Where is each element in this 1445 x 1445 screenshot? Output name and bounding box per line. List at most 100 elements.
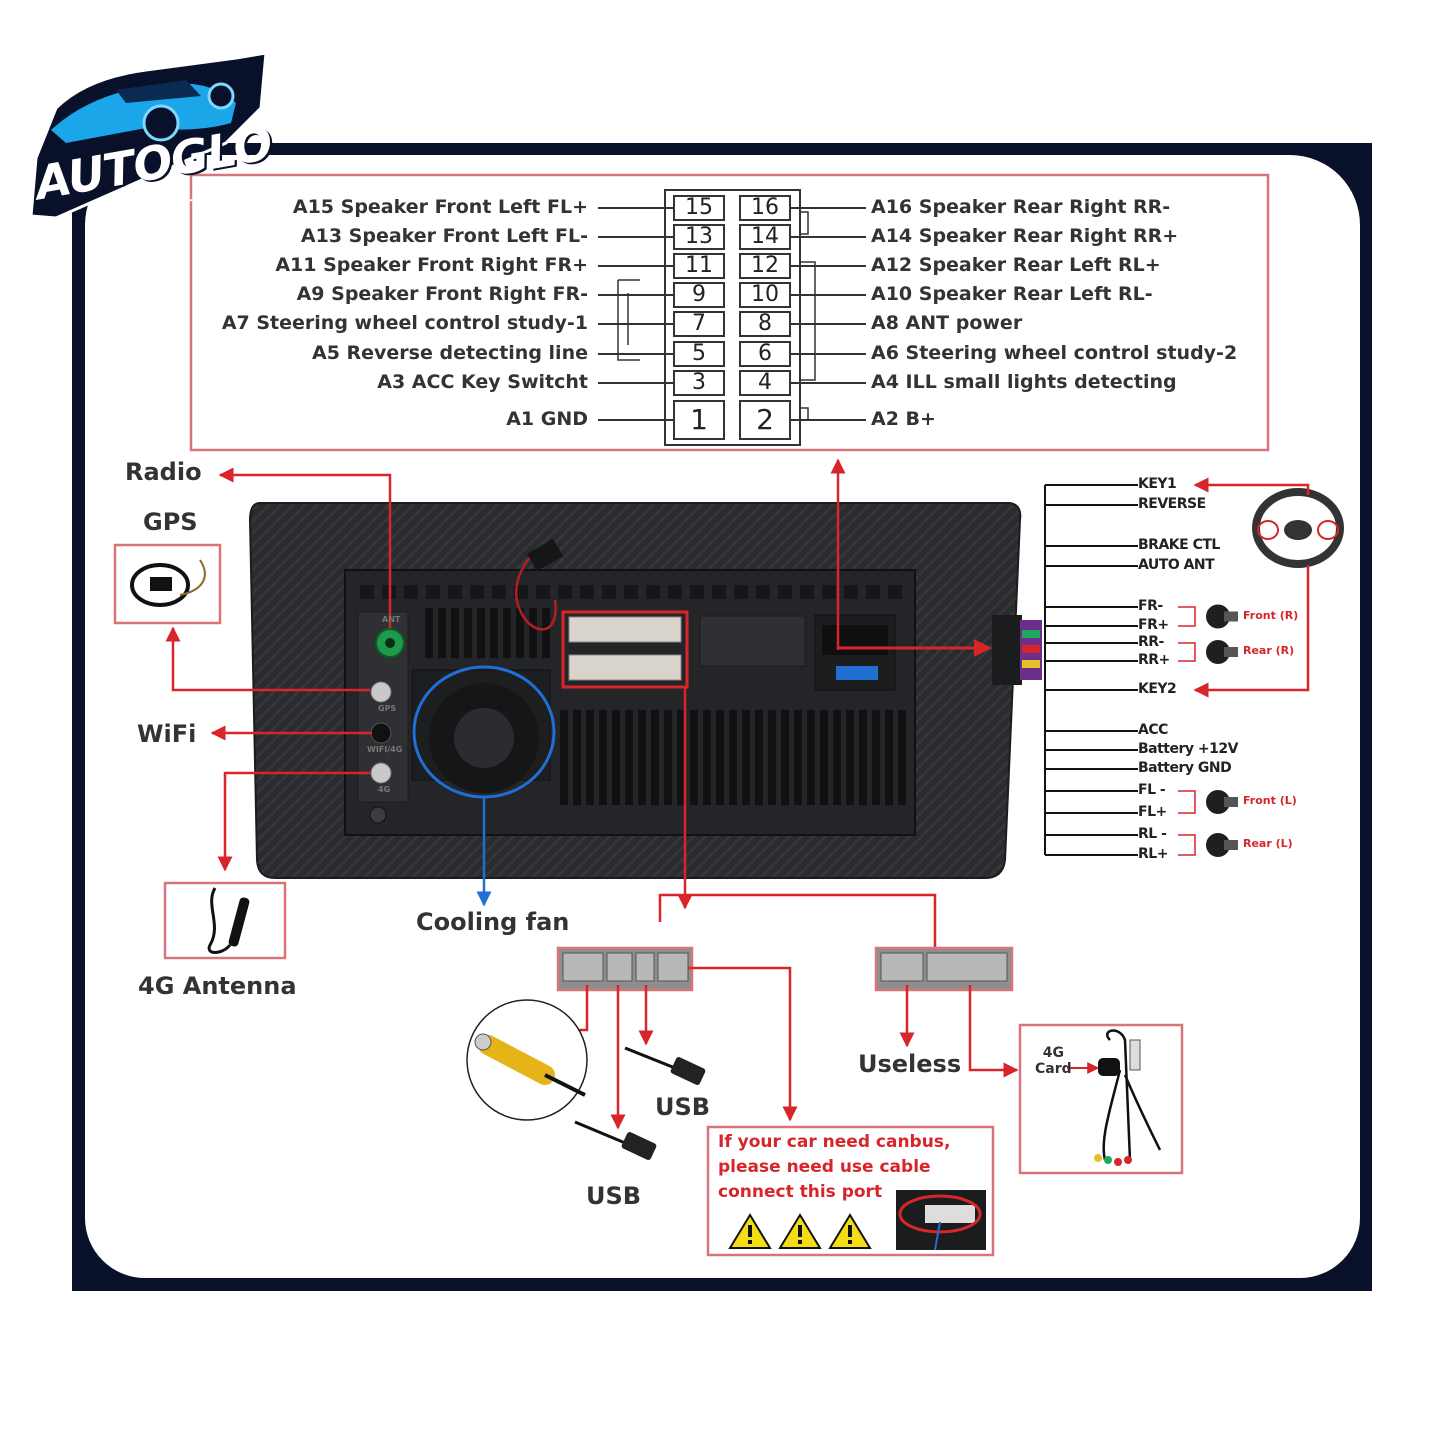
warning-line-1: If your car need canbus,	[718, 1132, 951, 1152]
harness-label: FR+	[1138, 617, 1169, 633]
canbus-warning-text: If your car need canbus, please need use…	[718, 1130, 950, 1205]
pin-label-left: A1 GND	[506, 408, 588, 430]
pin-box-10	[739, 282, 791, 308]
pin-label-right: A16 Speaker Rear Right RR-	[871, 196, 1171, 218]
speaker-icon	[1206, 790, 1230, 814]
harness-label: RR+	[1138, 652, 1170, 668]
4g-card-label-line1: 4G	[1042, 1045, 1064, 1061]
harness-label: RL -	[1138, 826, 1167, 842]
speaker-label-front_l: Front (L)	[1243, 794, 1297, 807]
harness-label: BRAKE CTL	[1138, 537, 1220, 553]
pin-number: 5	[692, 341, 706, 366]
pin-label-left: A5 Reverse detecting line	[311, 342, 588, 364]
autoglo-logo: AUTOGLO AUSTRALIA	[26, 48, 276, 223]
pin-label-right: A8 ANT power	[871, 312, 1023, 334]
harness-label: FL -	[1138, 782, 1166, 798]
warning-line-2: please need use cable	[718, 1157, 931, 1177]
pin-label-right: A10 Speaker Rear Left RL-	[871, 283, 1153, 305]
4g-antenna-icon	[207, 887, 232, 954]
speaker-label-rear_l: Rear (L)	[1243, 837, 1293, 850]
4g-antenna-box	[163, 881, 287, 960]
speaker-label-rear_r: Rear (R)	[1243, 644, 1295, 657]
pin-number: 2	[756, 403, 774, 436]
speaker-icon	[1206, 604, 1230, 629]
wifi-port	[370, 722, 392, 744]
pin-label-right: A6 Steering wheel control study-2	[871, 342, 1238, 364]
pin-box-16	[739, 195, 791, 221]
port-label-gps: GPS	[378, 704, 397, 713]
usb-cable-icon-1	[624, 1046, 706, 1085]
4g-port	[370, 762, 392, 784]
cooling-fan-label: Cooling fan	[416, 908, 570, 936]
gps-antenna-icon	[130, 563, 190, 607]
gps-label: GPS	[143, 508, 198, 536]
speaker-bracket	[1178, 790, 1196, 814]
harness-label: RL+	[1138, 846, 1168, 862]
pin-label-left: A15 Speaker Front Left FL+	[292, 196, 588, 218]
pin-number: 8	[758, 311, 772, 336]
harness-label: Battery GND	[1138, 760, 1232, 776]
speaker-bracket	[1178, 642, 1196, 662]
4g-card-cable-icon	[1102, 1029, 1162, 1161]
4g-card-cable-box	[1018, 1023, 1184, 1175]
warning-line-3: connect this port	[718, 1182, 883, 1202]
pin-label-right: A2 B+	[871, 408, 936, 430]
speaker-icon	[1206, 640, 1230, 664]
pin-box-4	[739, 370, 791, 396]
pin-number: 16	[751, 195, 779, 220]
pin-label-right: A14 Speaker Rear Right RR+	[871, 225, 1179, 247]
harness-label: RR-	[1138, 634, 1164, 650]
pinout-box	[189, 173, 1270, 452]
useless-label: Useless	[858, 1050, 962, 1078]
pin-label-left: A7 Steering wheel control study-1	[221, 312, 588, 334]
pin-number: 10	[751, 282, 779, 307]
pin-label-left: A3 ACC Key Switcht	[377, 371, 588, 393]
pin-number: 4	[758, 370, 772, 395]
pin-box-1	[673, 400, 725, 440]
pin-box-11	[673, 253, 725, 279]
iso-connector	[664, 189, 801, 446]
pin-number: 1	[690, 403, 708, 436]
pin-label-left: A11 Speaker Front Right FR+	[275, 254, 588, 276]
pin-label-right: A4 ILL small lights detecting	[871, 371, 1177, 393]
harness-label: AUTO ANT	[1138, 557, 1215, 573]
pin-box-5	[673, 341, 725, 367]
harness-label: REVERSE	[1138, 496, 1206, 512]
pin-box-9	[673, 282, 725, 308]
4g-antenna-label: 4G Antenna	[138, 972, 297, 1000]
vents-top	[360, 585, 902, 658]
pin-box-8	[739, 311, 791, 337]
speaker-label-front_r: Front (R)	[1243, 608, 1299, 622]
pin-number: 15	[685, 195, 713, 220]
harness-label: Battery +12V	[1138, 741, 1238, 757]
usb3-port	[836, 666, 878, 680]
pin-number: 7	[692, 311, 706, 336]
pin-number: 9	[692, 282, 706, 307]
usb-cable-icon-2	[574, 1120, 657, 1160]
usb-label-1: USB	[655, 1093, 711, 1121]
pin-label-right: A12 Speaker Rear Left RL+	[871, 254, 1161, 276]
car-logo-icon	[29, 51, 268, 220]
port-label-ant: ANT	[382, 615, 401, 624]
harness-label: FL+	[1138, 804, 1167, 820]
port-label-wifi: WIFI/4G	[367, 745, 403, 754]
4g-card-label: 4G Card	[1035, 1045, 1072, 1077]
pin-number: 12	[751, 253, 779, 278]
vents-bottom	[560, 710, 906, 805]
radio-label: Radio	[125, 458, 202, 486]
gps-port	[370, 681, 392, 703]
harness-label: KEY1	[1138, 476, 1177, 492]
harness-label: FR-	[1138, 598, 1163, 614]
connector-highlight	[561, 610, 689, 689]
4g-card-label-line2: Card	[1035, 1061, 1072, 1077]
pin-number: 3	[692, 370, 706, 395]
speaker-bracket	[1178, 606, 1196, 627]
steering-wheel-icon	[1252, 488, 1344, 568]
pin-box-2	[739, 400, 791, 440]
rca-plug-icon	[478, 1035, 555, 1085]
pin-label-left: A9 Speaker Front Right FR-	[296, 283, 588, 305]
usb-label-2: USB	[586, 1182, 642, 1210]
pin-box-12	[739, 253, 791, 279]
speaker-icon	[1206, 833, 1230, 857]
